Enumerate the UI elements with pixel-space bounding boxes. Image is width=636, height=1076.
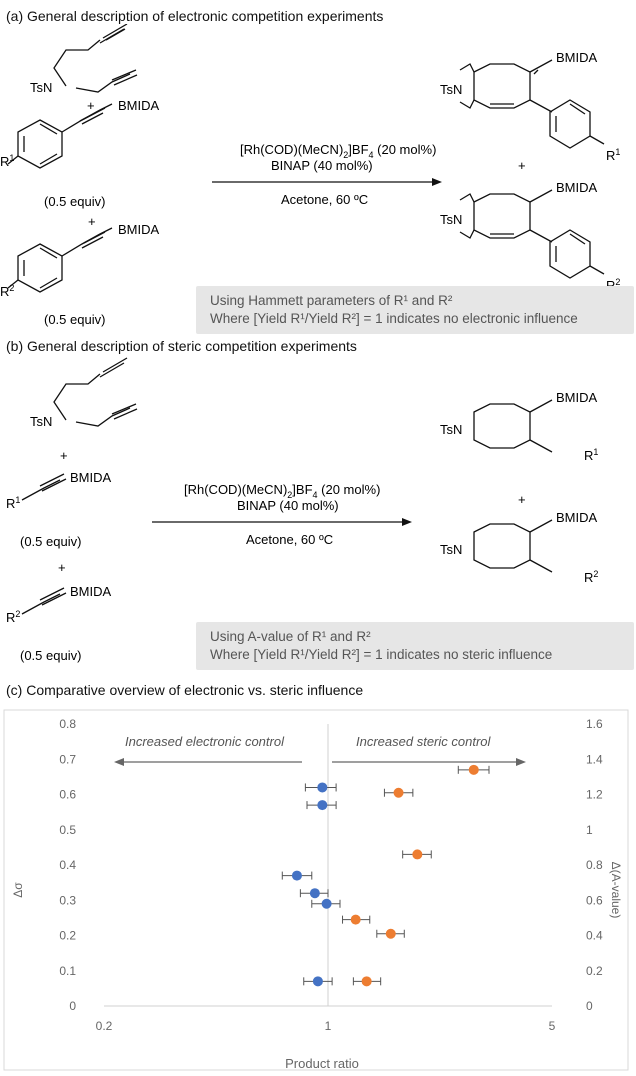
steric-point bbox=[412, 849, 423, 860]
svg-text:(0.5 equiv): (0.5 equiv) bbox=[20, 648, 81, 663]
electronic-point bbox=[321, 898, 332, 909]
svg-text:R1: R1 bbox=[606, 147, 620, 163]
electronic-point bbox=[312, 976, 323, 987]
steric-point bbox=[350, 914, 361, 925]
x-axis-label: Product ratio bbox=[285, 1056, 359, 1071]
svg-text:(0.5 equiv): (0.5 equiv) bbox=[20, 534, 81, 549]
x-tick: 0.2 bbox=[96, 1019, 113, 1033]
svg-text:R1: R1 bbox=[584, 447, 598, 463]
steric-point bbox=[393, 787, 404, 798]
panel-b-note: Using A-value of R¹ and R² Where [Yield … bbox=[196, 622, 634, 670]
x-tick: 1 bbox=[325, 1019, 332, 1033]
y-right-tick: 1 bbox=[586, 823, 593, 837]
y-left-tick: 0.1 bbox=[59, 964, 76, 978]
y-left-tick: 0.2 bbox=[59, 929, 76, 943]
svg-text:BMIDA: BMIDA bbox=[118, 98, 160, 113]
panel-a-note: Using Hammett parameters of R¹ and R² Wh… bbox=[196, 286, 634, 334]
svg-text:TsN: TsN bbox=[440, 82, 462, 97]
annotation-electronic: Increased electronic control bbox=[125, 734, 285, 749]
propargyl-chain-1 bbox=[53, 39, 101, 87]
svg-text:BINAP (40 mol%): BINAP (40 mol%) bbox=[237, 498, 339, 513]
steric-point bbox=[385, 928, 396, 939]
svg-text:R2: R2 bbox=[606, 277, 620, 293]
comparison-chart: 0 0.1 0.2 0.3 0.4 0.5 0.6 0.7 0.8 0 0.2 0.4 0.6 0.8 1… bbox=[3, 709, 629, 1071]
svg-text:BMIDA: BMIDA bbox=[70, 470, 112, 485]
svg-text:BINAP (40 mol%): BINAP (40 mol%) bbox=[271, 158, 373, 173]
y-left-tick: 0.6 bbox=[59, 788, 76, 802]
svg-text:BMIDA: BMIDA bbox=[556, 50, 598, 65]
y-left-tick: 0.7 bbox=[59, 752, 76, 766]
electronic-point bbox=[317, 782, 328, 793]
y-right-tick: 0.6 bbox=[586, 893, 603, 907]
panel-a-title: (a) General description of electronic co… bbox=[6, 8, 384, 24]
svg-text:Acetone, 60 ºC: Acetone, 60 ºC bbox=[246, 532, 333, 547]
y-right-label: Δ(A-value) bbox=[609, 862, 623, 919]
y-left-tick: 0.5 bbox=[59, 823, 76, 837]
panel-c-title: (c) Comparative overview of electronic v… bbox=[6, 682, 364, 698]
svg-text:+: + bbox=[518, 492, 526, 507]
svg-text:BMIDA: BMIDA bbox=[556, 390, 598, 405]
arrow-left-head bbox=[114, 758, 124, 766]
y-right-tick: 0 bbox=[586, 999, 593, 1013]
aryl-ring-1 bbox=[549, 99, 591, 149]
y-left-tick: 0.3 bbox=[59, 893, 76, 907]
svg-text:R1: R1 bbox=[6, 495, 20, 511]
panel-b-title: (b) General description of steric compet… bbox=[6, 338, 357, 354]
propargyl-chain-2 bbox=[75, 73, 131, 93]
x-tick: 5 bbox=[549, 1019, 556, 1033]
svg-text:[Rh(COD)(MeCN)2]BF4 (20 mol%): [Rh(COD)(MeCN)2]BF4 (20 mol%) bbox=[184, 482, 380, 500]
tsn-label: TsN bbox=[30, 80, 52, 95]
svg-text:+: + bbox=[60, 448, 68, 463]
svg-text:BMIDA: BMIDA bbox=[118, 222, 160, 237]
electronic-point bbox=[291, 870, 302, 881]
y-right-tick: 0.4 bbox=[586, 929, 603, 943]
svg-text:+: + bbox=[88, 214, 96, 229]
electronic-point bbox=[309, 888, 320, 899]
svg-text:TsN: TsN bbox=[440, 212, 462, 227]
svg-text:R2: R2 bbox=[6, 609, 20, 625]
panel-b-scheme: TsN + BMIDA R1 (0.5 equiv) + BMIDA R2 (0… bbox=[6, 357, 598, 663]
isoindoline-ring-1 bbox=[473, 63, 531, 109]
y-left-tick: 0 bbox=[69, 999, 76, 1013]
svg-text:+: + bbox=[518, 158, 526, 173]
y-right-tick: 0.2 bbox=[586, 964, 603, 978]
svg-text:BMIDA: BMIDA bbox=[556, 180, 598, 195]
svg-text:R2: R2 bbox=[0, 283, 14, 299]
svg-text:BMIDA: BMIDA bbox=[556, 510, 598, 525]
y-left-tick: 0.4 bbox=[59, 858, 76, 872]
svg-text:R1: R1 bbox=[0, 153, 14, 169]
svg-text:+: + bbox=[58, 560, 66, 575]
steric-point bbox=[468, 764, 479, 775]
svg-text:TsN: TsN bbox=[440, 542, 462, 557]
svg-text:BMIDA: BMIDA bbox=[70, 584, 112, 599]
steric-point bbox=[361, 976, 372, 987]
svg-text:(0.5 equiv): (0.5 equiv) bbox=[44, 194, 105, 209]
aryl-ring-2 bbox=[549, 229, 591, 279]
svg-text:R2: R2 bbox=[584, 569, 598, 585]
svg-text:+: + bbox=[87, 98, 95, 113]
panel-a-scheme: TsN + BMIDA R1 (0.5 equiv) + BMIDA R2 (0… bbox=[0, 24, 620, 327]
y-right-tick: 1.6 bbox=[586, 717, 603, 731]
svg-text:Acetone, 60 ºC: Acetone, 60 ºC bbox=[281, 192, 368, 207]
y-left-label: Δσ bbox=[11, 882, 25, 898]
svg-text:[Rh(COD)(MeCN)2]BF4 (20 mol%): [Rh(COD)(MeCN)2]BF4 (20 mol%) bbox=[240, 142, 436, 160]
y-right-tick: 0.8 bbox=[586, 858, 603, 872]
y-left-tick: 0.8 bbox=[59, 717, 76, 731]
y-right-tick: 1.4 bbox=[586, 752, 603, 766]
svg-text:TsN: TsN bbox=[30, 414, 52, 429]
svg-text:(0.5 equiv): (0.5 equiv) bbox=[44, 312, 105, 327]
annotation-steric: Increased steric control bbox=[356, 734, 492, 749]
isoindoline-ring-2 bbox=[473, 193, 531, 239]
arrow-right-head bbox=[516, 758, 526, 766]
y-right-tick: 1.2 bbox=[586, 788, 603, 802]
electronic-point bbox=[317, 800, 328, 811]
svg-text:TsN: TsN bbox=[440, 422, 462, 437]
